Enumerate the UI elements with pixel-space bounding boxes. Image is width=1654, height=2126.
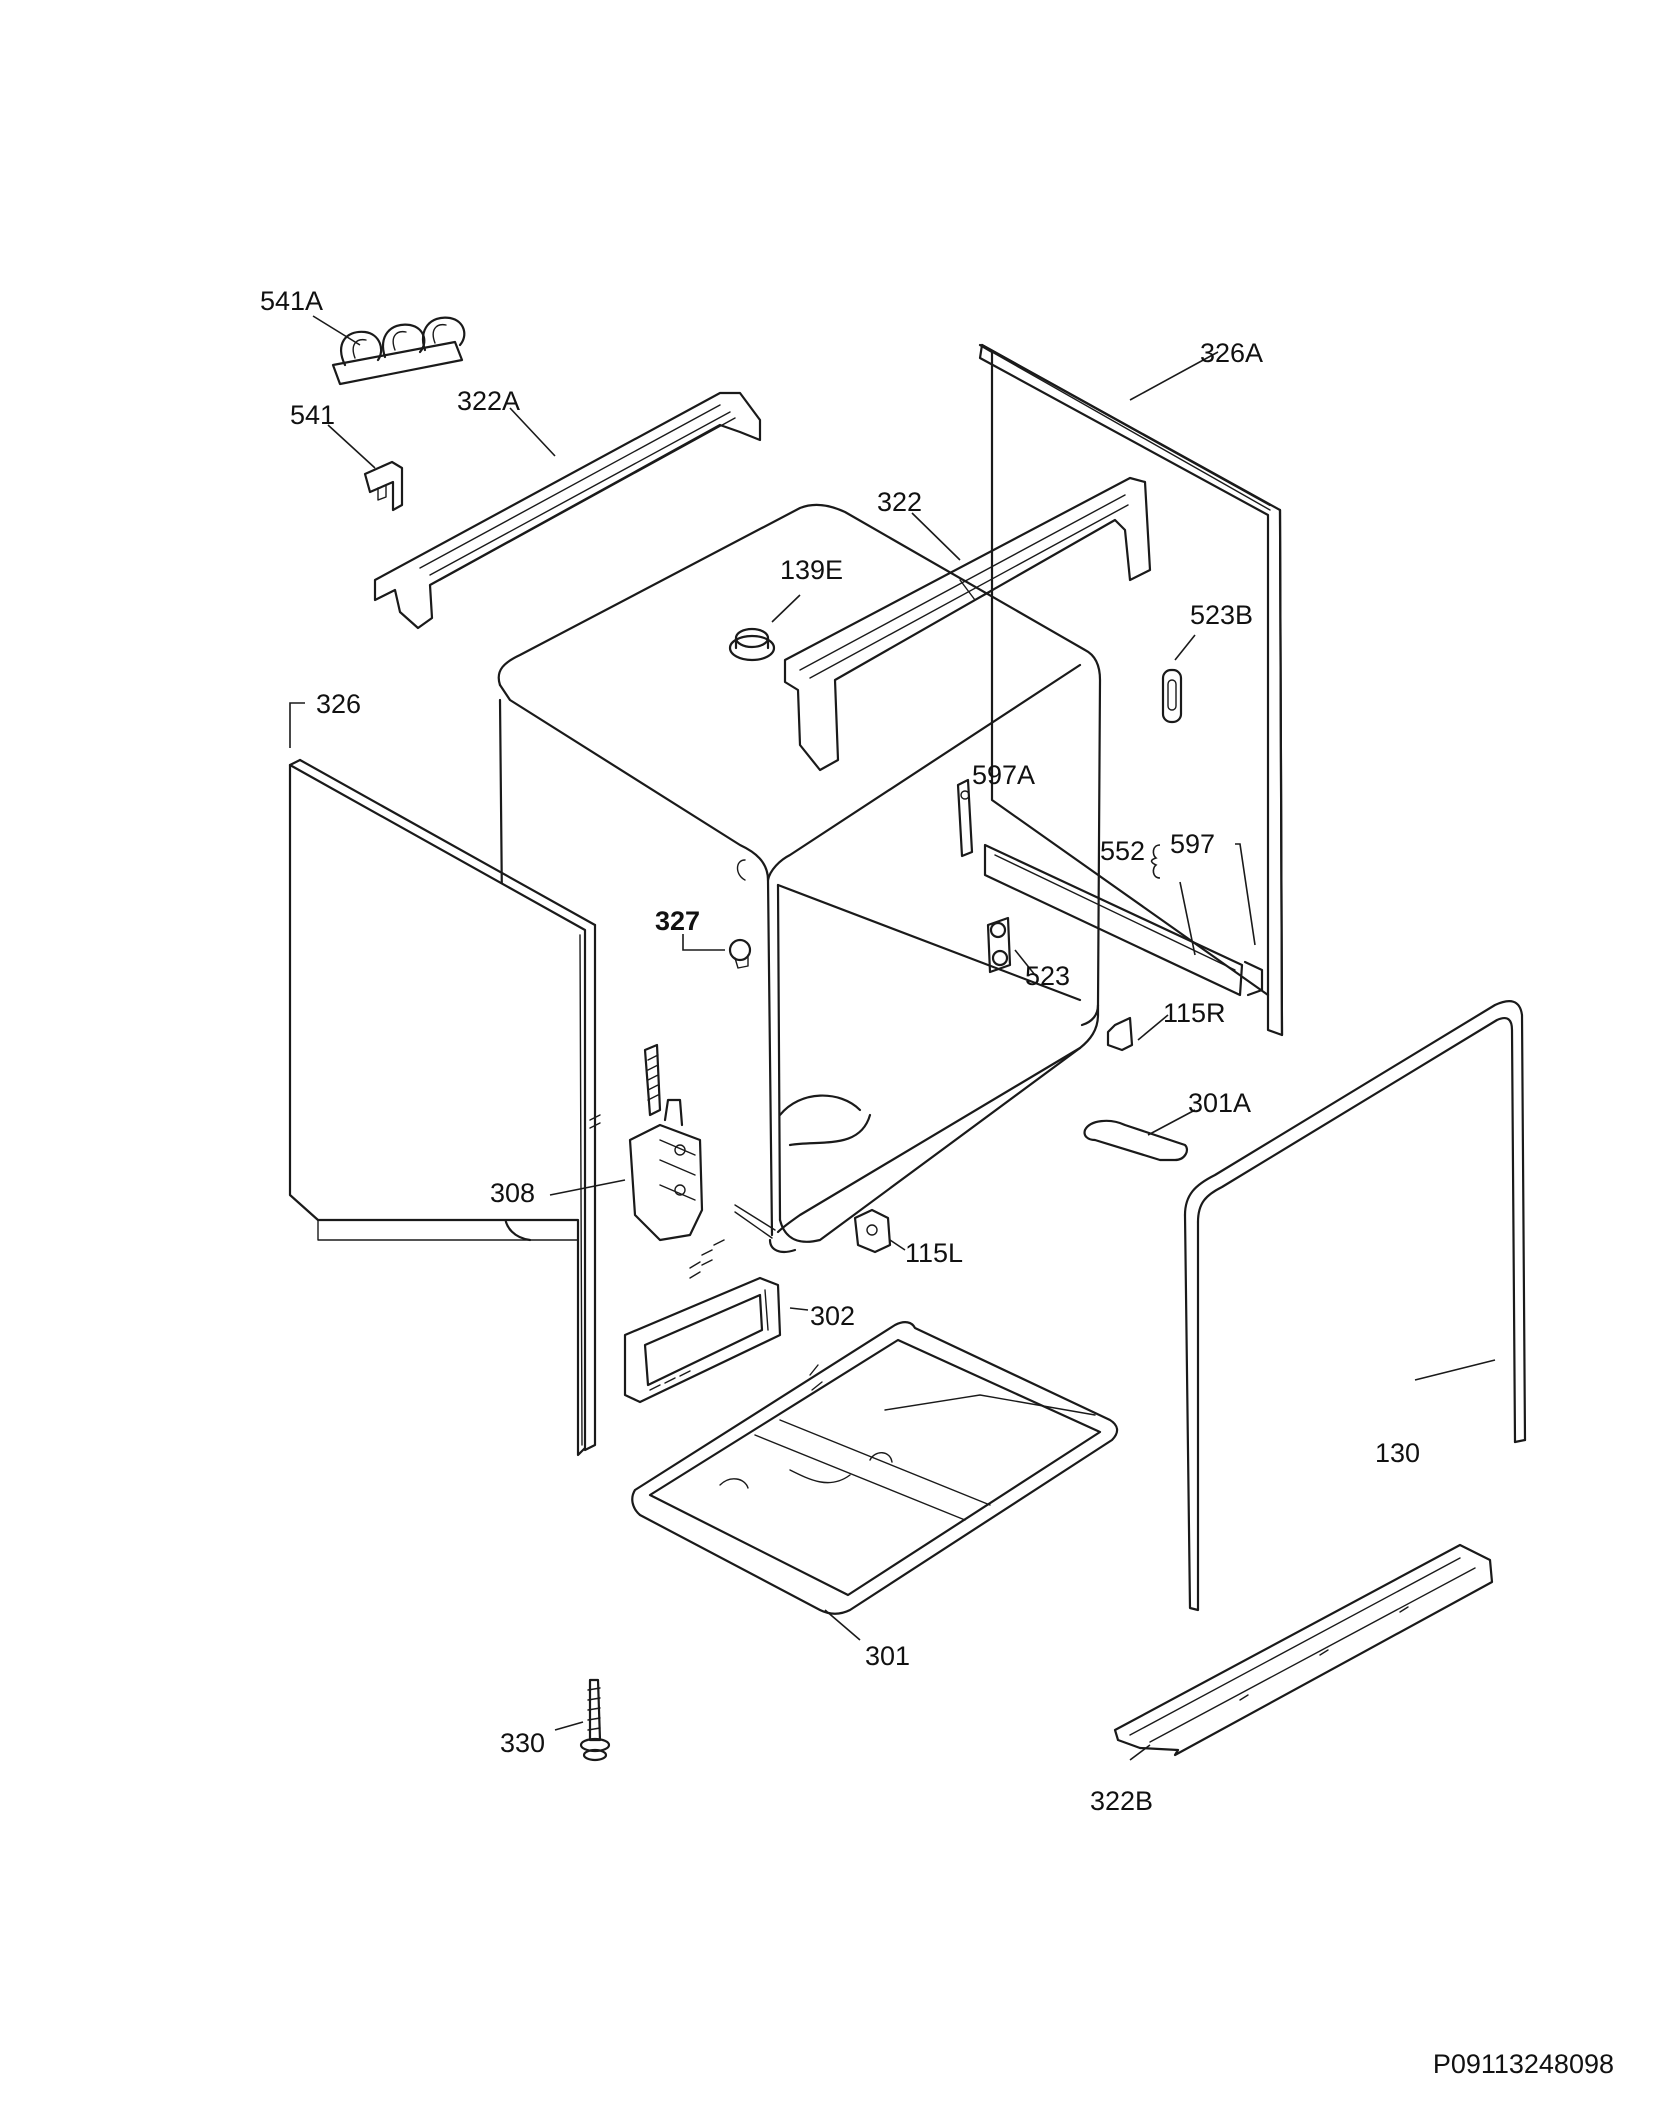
label-139E: 139E (780, 555, 843, 585)
label-115L: 115L (905, 1238, 963, 1268)
part-322A-rail (373, 391, 762, 630)
label-130: 130 (1375, 1438, 1420, 1468)
part-302-filter (623, 1276, 782, 1404)
part-541-bracket (363, 460, 404, 512)
part-115L-bracket (853, 1208, 892, 1254)
part-130-seal (1183, 1000, 1527, 1612)
diagram-code: P09113248098 (1432, 2049, 1614, 2079)
label-523: 523 (1025, 961, 1070, 991)
part-523B-clip (1161, 668, 1183, 724)
label-523B: 523B (1190, 600, 1253, 630)
part-322-rail (783, 476, 1152, 772)
label-322B: 322B (1090, 1786, 1153, 1816)
part-326A-panel (978, 343, 1284, 1037)
label-301: 301 (865, 1641, 910, 1671)
label-302: 302 (810, 1301, 855, 1331)
part-tub (497, 503, 1102, 1254)
label-552: 552 (1100, 836, 1145, 866)
part-115R-bracket (1106, 1016, 1134, 1052)
part-308-hinge (628, 1043, 704, 1242)
label-541A: 541A (260, 286, 323, 316)
part-301-base (631, 1321, 1119, 1615)
part-322B-rail (1113, 1543, 1494, 1757)
part-327-button (728, 938, 752, 969)
label-326: 326 (316, 689, 361, 719)
part-552-rail (983, 843, 1264, 997)
label-541: 541 (290, 400, 335, 430)
label-115R: 115R (1163, 998, 1226, 1028)
part-523-clip (986, 916, 1012, 974)
label-308: 308 (490, 1178, 535, 1208)
part-330-screw (579, 1678, 611, 1762)
label-322A: 322A (457, 386, 520, 416)
label-597: 597 (1170, 829, 1215, 859)
part-597A-pin (956, 778, 974, 858)
part-541A-clip (331, 316, 466, 386)
part-139E-fitting (728, 627, 776, 662)
label-326A: 326A (1200, 338, 1263, 368)
label-301A: 301A (1188, 1088, 1251, 1118)
label-322: 322 (877, 487, 922, 517)
label-330: 330 (500, 1728, 545, 1758)
part-301A-cover (1083, 1119, 1189, 1162)
part-326-panel (288, 758, 597, 1457)
label-597A: 597A (972, 760, 1035, 790)
label-327: 327 (655, 906, 700, 936)
